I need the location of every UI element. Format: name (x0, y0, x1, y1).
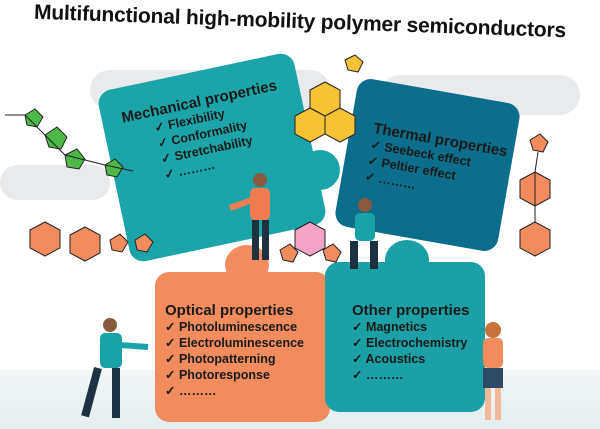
panel-heading: Other properties (352, 302, 470, 319)
panel-item: ✓ Photoresponse (165, 368, 270, 382)
person-illustration (350, 198, 378, 269)
polymer-structure-icon (519, 133, 551, 257)
panel-item: ✓ Electroluminescence (165, 336, 305, 350)
optical-puzzle-piece (155, 272, 330, 422)
panel-item: ✓ Magnetics (352, 320, 428, 334)
polymer-structure-icon (29, 221, 154, 262)
person-illustration (483, 322, 503, 420)
person-illustration (228, 173, 270, 260)
polymer-structure-icon (279, 221, 342, 263)
panel-item: ✓ ……… (165, 384, 217, 398)
panel-item: ✓ Acoustics (352, 352, 426, 366)
diagram-title: Multifunctional high-mobility polymer se… (33, 0, 567, 43)
puzzle-knob (225, 245, 269, 285)
other-puzzle-piece (325, 262, 485, 412)
optical-properties-panel: Optical properties ✓ Photoluminescence ✓… (165, 302, 304, 399)
puzzle-knob (385, 240, 429, 280)
puzzle-knob (300, 150, 340, 190)
panel-heading: Optical properties (165, 302, 294, 319)
background-cloud (0, 165, 110, 200)
panel-item: ✓ Electrochemistry (352, 336, 468, 350)
polymer-structure-icon (294, 54, 364, 143)
polymer-structure-icon (5, 108, 134, 178)
panel-item: ✓ ……… (352, 368, 404, 382)
person-illustration (81, 318, 149, 418)
panel-item: ✓ Photoluminescence (165, 320, 298, 334)
panel-item: ✓ Photopatterning (165, 352, 276, 366)
other-properties-panel: Other properties ✓ Magnetics ✓ Electroch… (352, 302, 470, 383)
